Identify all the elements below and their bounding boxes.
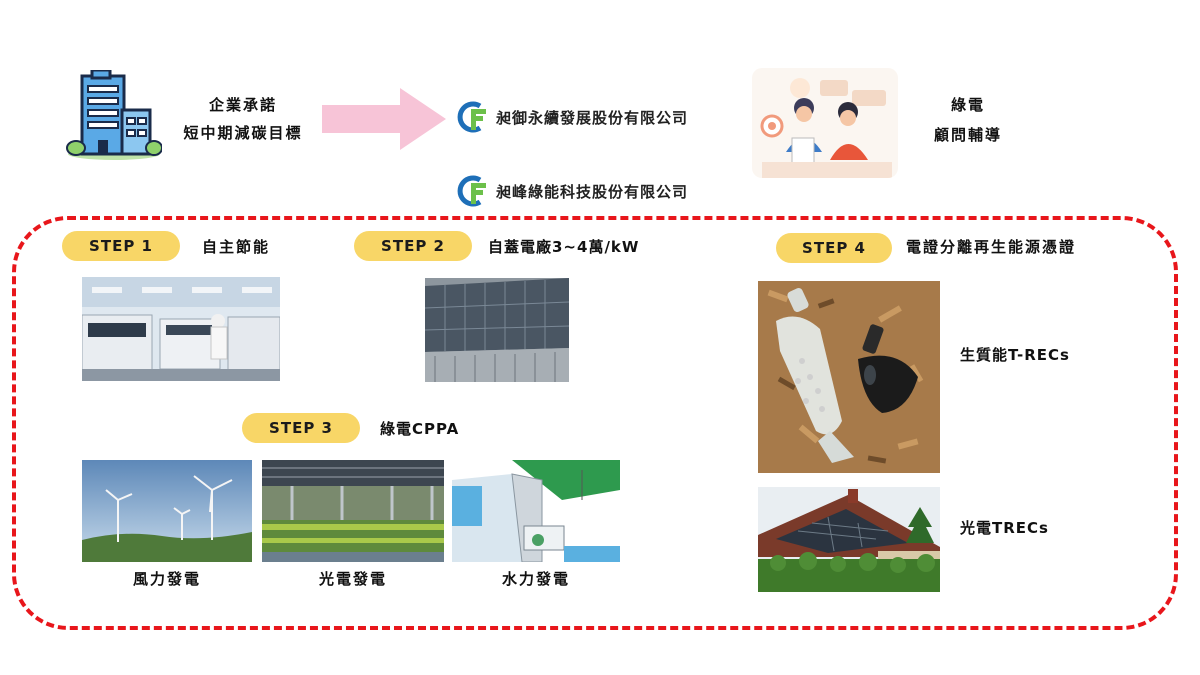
consult-line1: 綠電 [950, 96, 985, 114]
hydro-power-photo [452, 460, 620, 562]
step4-badge: STEP 4 [776, 233, 892, 263]
house-solar-photo [758, 487, 940, 592]
office-building-icon [66, 68, 163, 160]
rooftop-solar-photo [425, 278, 569, 382]
step2-label: 自蓋電廠3~4萬/kW [488, 238, 640, 256]
wind-power-photo [82, 460, 252, 562]
commitment-line2: 短中期減碳目標 [183, 124, 303, 142]
hydro-power-label: 水力發電 [501, 570, 570, 588]
steps-dashed-frame [12, 216, 1178, 630]
solar-cert-label: 光電TRECs [960, 519, 1049, 537]
company-name-2: 昶峰綠能科技股份有限公司 [496, 182, 689, 201]
step3-badge: STEP 3 [242, 413, 360, 443]
cf-logo-icon [456, 100, 490, 134]
wind-power-label: 風力發電 [132, 570, 201, 588]
consult-line2: 顧問輔導 [933, 126, 1002, 144]
step1-label: 自主節能 [202, 238, 271, 256]
cf-logo-icon [456, 174, 490, 208]
consultation-illustration [752, 68, 898, 178]
step3-label: 綠電CPPA [380, 420, 460, 438]
step2-badge: STEP 2 [354, 231, 472, 261]
company-name-1: 昶御永續發展股份有限公司 [496, 108, 689, 127]
biomass-cert-label: 生質能T-RECs [960, 346, 1070, 364]
factory-photo [82, 277, 280, 381]
solar-power-label: 光電發電 [318, 570, 387, 588]
company-row-1: 昶御永續發展股份有限公司 [456, 100, 688, 134]
solar-power-photo [262, 460, 444, 562]
biomass-photo [758, 281, 940, 473]
right-arrow-icon [322, 88, 446, 150]
commitment-line1: 企業承諾 [208, 96, 277, 114]
step1-badge: STEP 1 [62, 231, 180, 261]
step4-label: 電證分離再生能源憑證 [906, 238, 1077, 256]
company-row-2: 昶峰綠能科技股份有限公司 [456, 174, 688, 208]
